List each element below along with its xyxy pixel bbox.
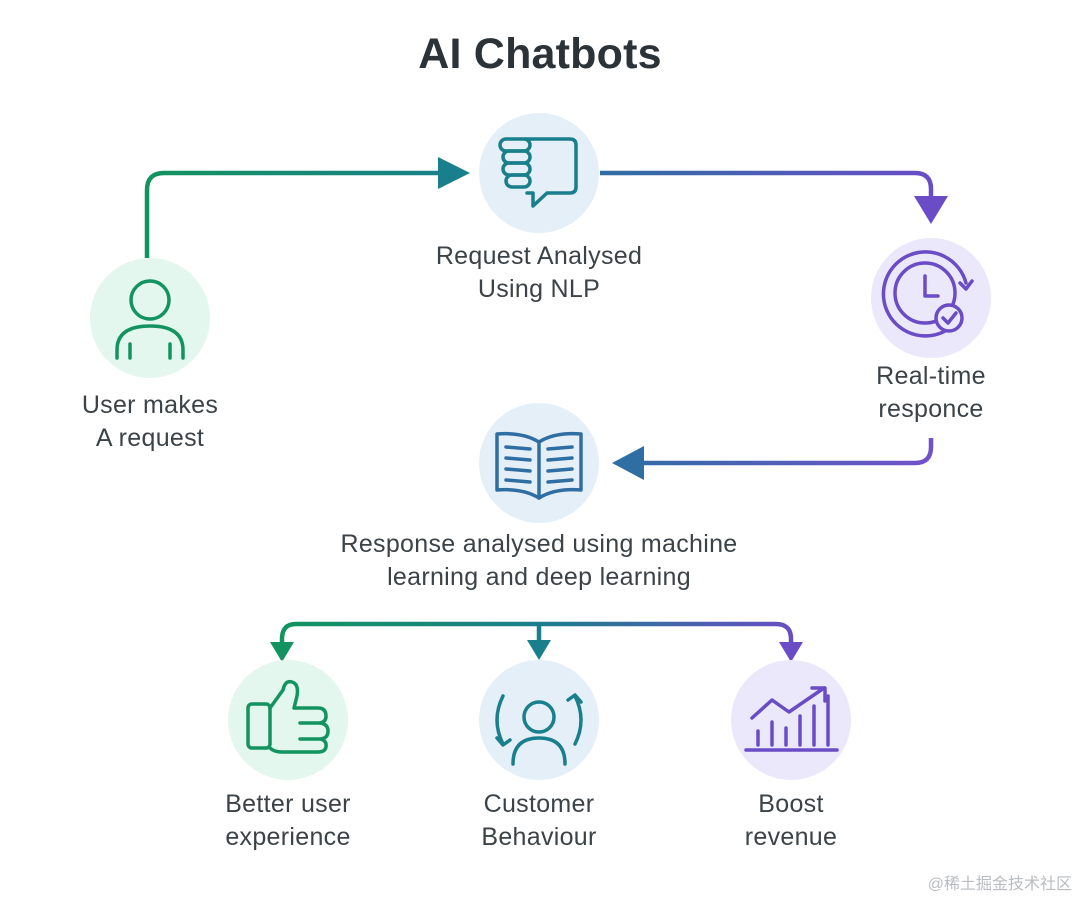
label-line: Request Analysed bbox=[435, 242, 643, 270]
label-line: learning and deep learning bbox=[387, 563, 691, 591]
connector-realtime-to-ml bbox=[612, 438, 934, 480]
node-user-request bbox=[90, 258, 210, 378]
label-line: Real-time bbox=[876, 362, 986, 390]
label-line: Response analysed using machine bbox=[340, 530, 738, 558]
label-line: Behaviour bbox=[481, 823, 597, 851]
diagram-title: AI Chatbots bbox=[418, 30, 662, 78]
label-line: A request bbox=[95, 424, 205, 452]
node-circle bbox=[871, 238, 991, 358]
label-line: User makes bbox=[81, 391, 219, 419]
connector-user-to-nlp bbox=[144, 157, 470, 258]
arrowhead-down bbox=[914, 196, 948, 224]
label-line: Using NLP bbox=[477, 275, 601, 303]
node-label-customer-behaviour: Customer Behaviour bbox=[439, 788, 639, 854]
label-line: Better user bbox=[225, 790, 351, 818]
node-label-nlp: Request Analysed Using NLP bbox=[389, 240, 689, 306]
label-line: Boost bbox=[758, 790, 824, 818]
node-circle bbox=[479, 660, 599, 780]
open-book-icon bbox=[495, 431, 583, 500]
node-label-better-ux: Better user experience bbox=[188, 788, 388, 854]
node-label-user-request: User makes A request bbox=[50, 389, 250, 455]
node-better-ux bbox=[228, 660, 348, 780]
arrowhead-down bbox=[270, 642, 294, 662]
node-circle bbox=[479, 113, 599, 233]
arrowhead-left bbox=[612, 446, 644, 480]
label-line: revenue bbox=[744, 823, 838, 851]
watermark: @稀土掘金技术社区 bbox=[927, 876, 1072, 893]
arrowhead-down bbox=[779, 642, 803, 662]
thumbs-up-icon bbox=[246, 679, 330, 754]
node-ml bbox=[479, 403, 599, 523]
hand-speech-bubble-icon bbox=[498, 137, 578, 208]
growth-chart-icon bbox=[744, 686, 839, 752]
node-nlp bbox=[479, 113, 599, 233]
arrowhead-right bbox=[438, 157, 470, 189]
node-customer-behaviour bbox=[479, 660, 599, 780]
node-label-ml: Response analysed using machine learning… bbox=[299, 528, 779, 594]
node-realtime bbox=[871, 238, 991, 358]
node-circle bbox=[731, 660, 851, 780]
node-circle bbox=[228, 660, 348, 780]
connector-ml-to-outcomes bbox=[270, 621, 803, 662]
label-line: Customer bbox=[483, 790, 595, 818]
user-icon bbox=[115, 279, 185, 360]
arrowhead-down bbox=[527, 640, 551, 660]
node-label-boost-revenue: Boost revenue bbox=[691, 788, 891, 854]
user-cycle-icon bbox=[495, 693, 583, 766]
node-boost-revenue bbox=[731, 660, 851, 780]
label-line: responce bbox=[878, 395, 984, 423]
label-line: experience bbox=[225, 823, 351, 851]
clock-check-icon bbox=[881, 250, 974, 338]
node-label-realtime: Real-time responce bbox=[846, 360, 1016, 426]
connector-nlp-to-realtime bbox=[600, 170, 948, 224]
